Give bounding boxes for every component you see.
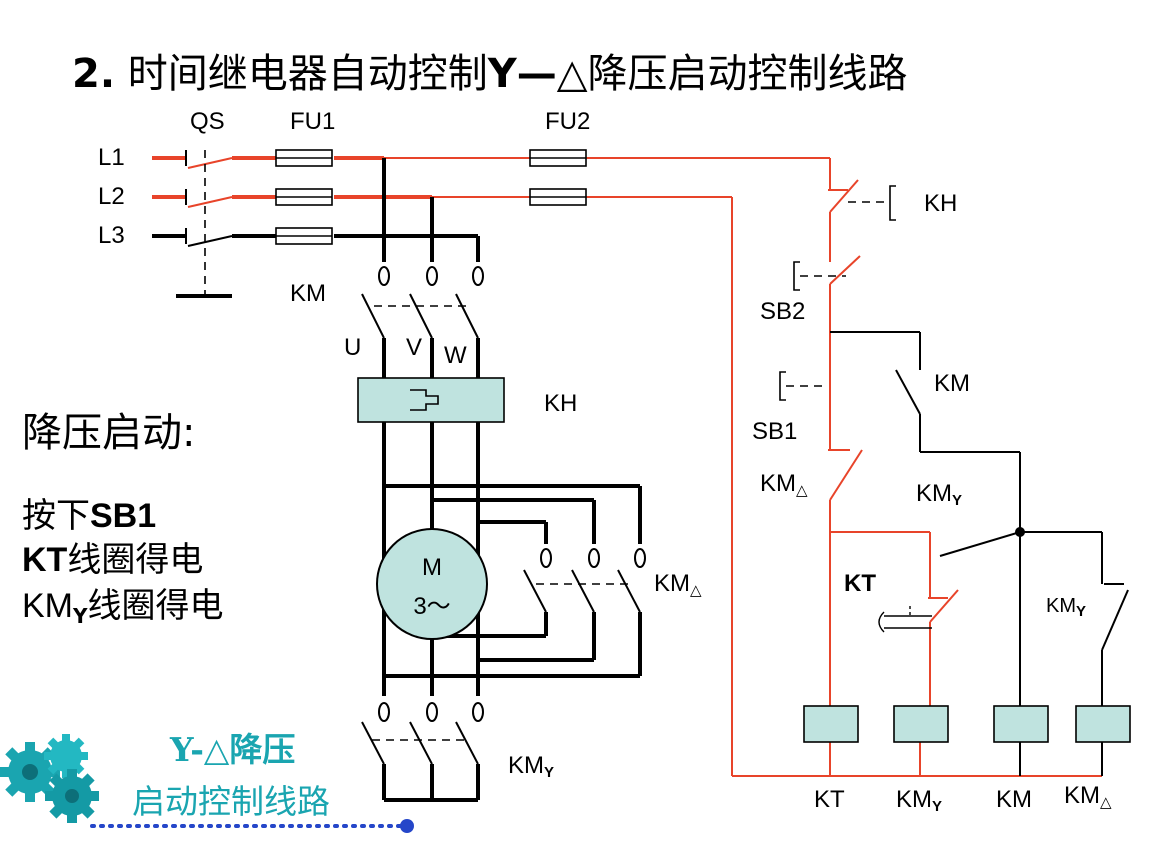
label-l2: L2 [98,183,125,210]
label-l3: L3 [98,222,125,249]
title-number: 2. [72,51,116,97]
label-km-delta-main: KM△ [654,570,702,599]
label-sb2: SB2 [760,298,806,325]
label-km-star-main: KMY [508,752,555,781]
label-km-hold: KM [934,370,970,397]
side-line-press: 按下SB1 [22,496,157,536]
qs-blades-red [187,157,233,208]
relay-coils [803,705,1131,743]
label-fu1: FU1 [290,108,336,135]
label-w: W [444,342,467,369]
side-heading: 降压启动: [22,410,196,456]
label-km-delta-nc: KM△ [760,470,808,499]
coil-label-km: KM [996,786,1032,813]
label-qs: QS [190,108,225,135]
motor-name: M [422,554,442,581]
label-km-star-nc: KMY [1046,595,1087,620]
page-title: 2. 时间继电器自动控制Y—△降压启动控制线路 [72,50,907,98]
coil-label-km-delta: KM△ [1064,782,1112,811]
label-kh-contact: KH [924,190,958,217]
kh-actuator [848,185,896,221]
side-line-kt: KT线圈得电 [22,540,204,580]
logo-dot-end [400,819,414,833]
coil-label-kt: KT [814,786,845,813]
km-delta-contacts [523,569,641,613]
label-u: U [344,334,362,361]
label-km-main: KM [290,280,326,307]
kh-thermal-relay [357,377,505,423]
label-v: V [406,334,423,361]
logo-title-line1: Y-△降压 [170,730,296,769]
logo-title-line2: 启动控制线路 [132,782,330,821]
coil-label-km-star: KMY [896,786,943,815]
side-line-kmy: KMY线圈得电 [22,586,224,628]
motor-symbol [376,528,488,640]
label-sb1: SB1 [752,418,798,445]
label-km-star-no: KMY [916,480,963,509]
title-prefix: 时间继电器自动控制 [115,51,488,97]
title-y-delta: Y—△ [487,51,588,97]
km-star-contacts [361,721,479,765]
motor-spec: 3～ [413,593,451,620]
control-wires-red [384,157,1102,777]
sb1-actuator [779,371,822,401]
label-fu2: FU2 [545,108,591,135]
contact-terminals [378,266,646,722]
km-main-contacts [361,293,479,339]
title-suffix: 降压启动控制线路 [587,51,908,97]
label-kt-contact: KT [844,570,876,597]
control-contacts-red [828,179,959,623]
junction-dot [1015,527,1025,537]
main-power-wires [152,158,642,802]
gear-icon [0,734,99,823]
sb2-actuator [793,261,846,291]
label-l1: L1 [98,144,125,171]
label-kh-main: KH [544,390,578,417]
control-wires-black [830,331,1129,776]
kt-delay-symbol [878,606,932,633]
